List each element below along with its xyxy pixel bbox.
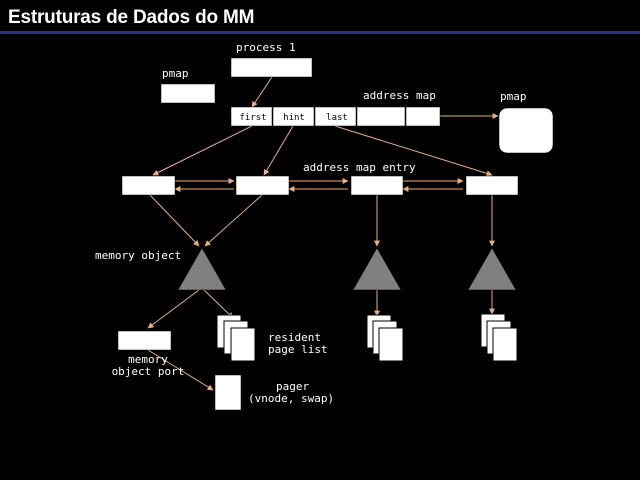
arrow-last-to-entry4 bbox=[334, 125, 493, 177]
pager-box bbox=[214, 374, 242, 411]
resident-page-list-label-1: resident bbox=[268, 331, 321, 344]
memory-object-triangle-1 bbox=[177, 247, 227, 291]
map-entry-3 bbox=[350, 175, 404, 196]
address-map-entry-label: address map entry bbox=[303, 161, 416, 174]
memory-object-label: memory object bbox=[95, 249, 181, 262]
pmap-box-right bbox=[498, 107, 554, 154]
map-cell-2 bbox=[272, 106, 315, 127]
map-entry-2 bbox=[235, 175, 290, 196]
arrow-first-to-entry1 bbox=[152, 125, 253, 176]
memory-object-port-label-1: memory bbox=[128, 353, 168, 366]
memory-object-port-box bbox=[117, 330, 172, 351]
arrow-hint-to-entry2 bbox=[263, 125, 294, 176]
map-cell-5 bbox=[405, 106, 441, 127]
memory-object-triangle-3 bbox=[467, 247, 517, 291]
memory-object-port-label-2: object port bbox=[112, 365, 185, 378]
map-cell-1 bbox=[230, 106, 273, 127]
page-stack-2 bbox=[366, 314, 404, 362]
arrow-entry1-to-object1 bbox=[149, 194, 200, 247]
arrow-object1-to-pages bbox=[203, 289, 234, 319]
title-divider bbox=[0, 31, 640, 34]
process-box bbox=[230, 57, 313, 78]
arrow-object1-to-port bbox=[147, 289, 200, 329]
map-cell-first-label: first bbox=[239, 113, 266, 123]
map-cell-3 bbox=[314, 106, 357, 127]
arrow-entry2-to-object1 bbox=[204, 194, 263, 247]
pmap-box-left bbox=[160, 83, 216, 104]
process-label: process 1 bbox=[236, 41, 296, 54]
page-stack-1 bbox=[216, 314, 256, 362]
memory-object-triangle-2 bbox=[352, 247, 402, 291]
pmap-right-label: pmap bbox=[500, 90, 527, 103]
map-cell-last-label: last bbox=[326, 113, 348, 123]
address-map-label: address map bbox=[363, 89, 436, 102]
map-cell-hint-label: hint bbox=[283, 113, 305, 123]
page-title: Estruturas de Dados do MM bbox=[8, 7, 255, 28]
pmap-left-label: pmap bbox=[162, 67, 189, 80]
page-stack-3 bbox=[480, 313, 518, 362]
arrow-port-to-pager bbox=[147, 349, 214, 391]
pager-label-1: pager bbox=[276, 380, 309, 393]
pager-label-2: (vnode, swap) bbox=[248, 392, 334, 405]
map-cell-4 bbox=[356, 106, 406, 127]
arrow-process-to-map bbox=[251, 76, 273, 108]
map-entry-4 bbox=[465, 175, 519, 196]
map-entry-1 bbox=[121, 175, 176, 196]
resident-page-list-label-2: page list bbox=[268, 343, 328, 356]
